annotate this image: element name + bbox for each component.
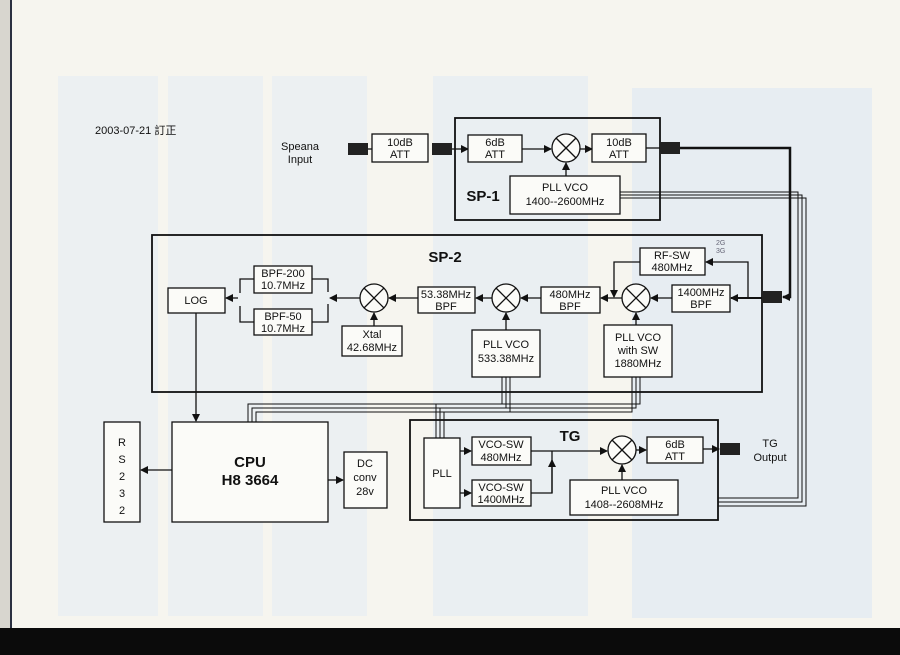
page-edge: [0, 0, 12, 630]
pll-vco-1880: PLL VCO with SW 1880MHz: [603, 324, 673, 378]
svg-text:533.38MHz: 533.38MHz: [478, 353, 534, 365]
svg-text:RF-SW: RF-SW: [654, 250, 691, 262]
svg-text:10dB: 10dB: [387, 137, 413, 149]
svg-text:42.68MHz: 42.68MHz: [347, 342, 397, 354]
svg-text:1400--2600MHz: 1400--2600MHz: [526, 196, 605, 208]
bpf-200: BPF-200 10.7MHz: [253, 265, 313, 294]
svg-text:H8 3664: H8 3664: [222, 472, 279, 489]
handwritten-note: 2G: [716, 240, 725, 247]
svg-text:BPF-200: BPF-200: [261, 268, 304, 280]
rs232-port: R S 2 3 2: [103, 421, 141, 523]
sp1-label: SP-1: [466, 188, 499, 205]
mixer-icon: [607, 435, 637, 465]
svg-text:1400MHz: 1400MHz: [677, 287, 724, 299]
bpf-1400: 1400MHz BPF: [671, 284, 731, 313]
svg-text:6dB: 6dB: [485, 137, 505, 149]
bg-panel: [168, 76, 263, 616]
rf-sw-480: RF-SW 480MHz: [639, 247, 706, 276]
input-connector: [348, 143, 368, 155]
svg-text:PLL VCO: PLL VCO: [615, 332, 662, 344]
cpu-h8: CPU H8 3664: [171, 421, 329, 523]
vco-sw-480: VCO-SW 480MHz: [471, 436, 532, 466]
mixer-icon: [359, 283, 389, 313]
svg-text:2: 2: [119, 505, 125, 517]
tg-output-connector: [720, 443, 740, 455]
svg-text:ATT: ATT: [609, 149, 629, 161]
svg-text:R: R: [118, 437, 126, 449]
sp2-label: SP-2: [428, 249, 461, 266]
mixer-icon: [551, 133, 581, 163]
svg-text:PLL VCO: PLL VCO: [601, 485, 648, 497]
sp1-module: [454, 117, 661, 221]
svg-text:10dB: 10dB: [606, 137, 632, 149]
tg-module: [409, 419, 719, 521]
svg-text:53.38MHz: 53.38MHz: [421, 289, 471, 301]
svg-text:1400MHz: 1400MHz: [477, 494, 524, 506]
pll-vco-sp1: PLL VCO 1400--2600MHz: [509, 175, 621, 215]
svg-text:10.7MHz: 10.7MHz: [261, 280, 305, 292]
svg-text:6dB: 6dB: [665, 439, 685, 451]
bpf-53: 53.38MHz BPF: [417, 286, 476, 314]
svg-text:conv: conv: [353, 472, 377, 484]
bpf-480: 480MHz BPF: [540, 286, 601, 314]
date-note: 2003-07-21 訂正: [95, 123, 176, 137]
att-10db-input: 10dB ATT: [371, 133, 429, 163]
svg-text:PLL VCO: PLL VCO: [483, 339, 530, 351]
handwritten-note: 3G: [716, 248, 725, 255]
vco-sw-1400: VCO-SW 1400MHz: [471, 479, 532, 507]
pll-vco-533: PLL VCO 533.38MHz: [471, 329, 541, 378]
tg-pll: PLL: [423, 437, 461, 509]
dc-converter: DC conv 28v: [343, 451, 388, 509]
xtal-osc: Xtal 42.68MHz: [341, 325, 403, 357]
tg-pll-vco: PLL VCO 1408--2608MHz: [569, 479, 679, 516]
svg-text:Xtal: Xtal: [363, 329, 382, 341]
mixer-icon: [491, 283, 521, 313]
svg-text:BPF: BPF: [559, 301, 581, 313]
svg-text:VCO-SW: VCO-SW: [478, 482, 524, 494]
svg-text:BPF: BPF: [690, 299, 712, 311]
tg-output-label: Output: [753, 452, 786, 464]
svg-text:ATT: ATT: [390, 149, 410, 161]
svg-text:28v: 28v: [356, 486, 374, 498]
tg-label: TG: [560, 428, 581, 445]
log-amp: LOG: [167, 287, 226, 314]
page-edge-line: [10, 0, 12, 630]
scan-border: [0, 628, 900, 655]
svg-text:480MHz: 480MHz: [550, 289, 591, 301]
svg-text:PLL VCO: PLL VCO: [542, 182, 589, 194]
svg-text:1408--2608MHz: 1408--2608MHz: [585, 499, 664, 511]
svg-text:ATT: ATT: [665, 451, 685, 463]
svg-text:VCO-SW: VCO-SW: [478, 439, 524, 451]
svg-text:PLL: PLL: [432, 468, 452, 480]
mixer-icon: [621, 283, 651, 313]
svg-text:BPF: BPF: [435, 301, 457, 313]
tg-output-label: TG: [762, 438, 777, 450]
speana-input-label: Speana: [281, 141, 320, 153]
svg-text:480MHz: 480MHz: [652, 262, 693, 274]
sp2-module: [151, 234, 763, 393]
att-6db: 6dB ATT: [467, 134, 523, 163]
tg-att-6db: 6dB ATT: [646, 436, 704, 464]
connector: [762, 291, 782, 303]
speana-input-label: Input: [288, 154, 312, 166]
svg-text:CPU: CPU: [234, 454, 266, 471]
svg-text:ATT: ATT: [485, 149, 505, 161]
svg-text:BPF-50: BPF-50: [264, 311, 301, 323]
svg-text:S: S: [118, 454, 125, 466]
bpf-50: BPF-50 10.7MHz: [253, 308, 313, 336]
svg-text:10.7MHz: 10.7MHz: [261, 323, 305, 335]
connector: [660, 142, 680, 154]
connector: [432, 143, 452, 155]
svg-text:480MHz: 480MHz: [481, 452, 522, 464]
att-10db-output: 10dB ATT: [591, 133, 647, 163]
svg-text:1880MHz: 1880MHz: [614, 358, 661, 370]
svg-text:with SW: with SW: [617, 345, 659, 357]
svg-text:2: 2: [119, 471, 125, 483]
bg-panel: [58, 76, 158, 616]
svg-text:3: 3: [119, 488, 125, 500]
svg-text:DC: DC: [357, 458, 373, 470]
svg-text:LOG: LOG: [184, 295, 207, 307]
